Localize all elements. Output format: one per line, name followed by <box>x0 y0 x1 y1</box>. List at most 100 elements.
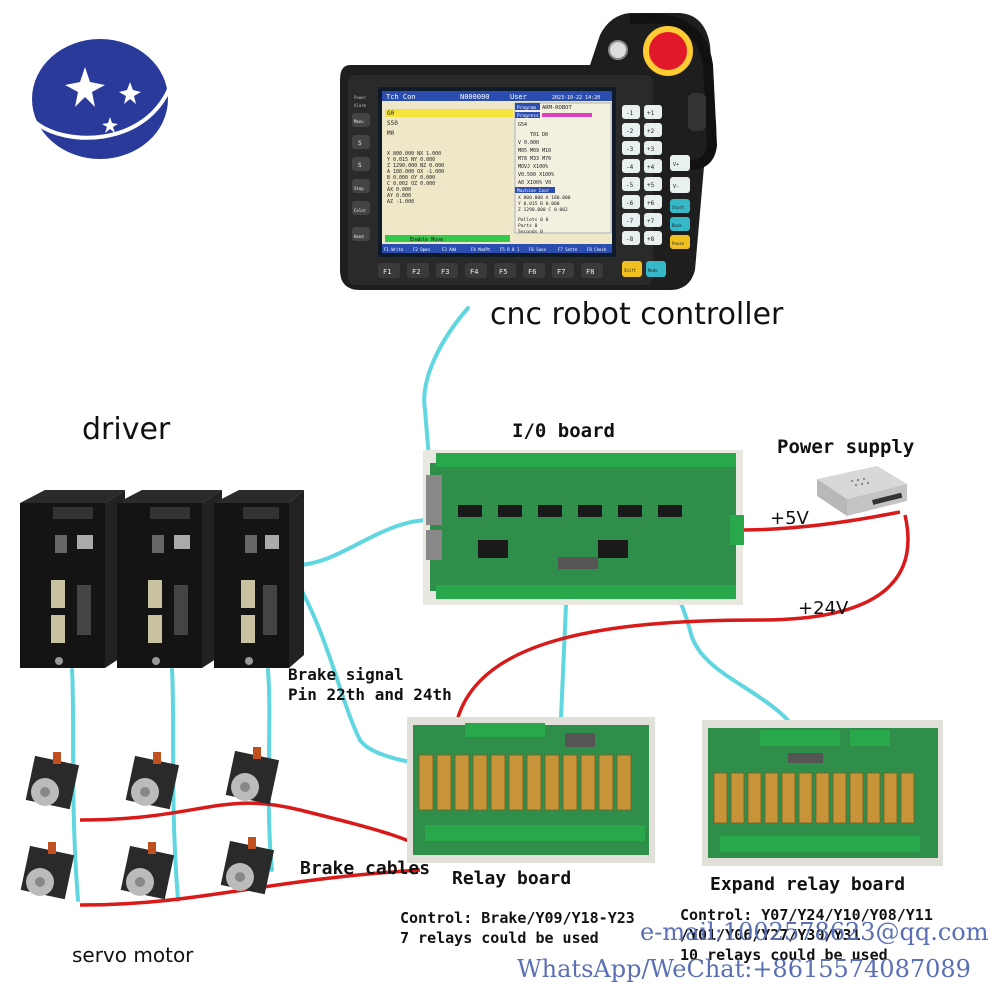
key-color-label: Color <box>354 208 367 213</box>
program-name: ARM-ROBOT <box>542 105 572 111</box>
feed-info: V 0.000 <box>518 140 539 146</box>
fkey-4[interactable] <box>465 263 487 278</box>
fkey-2-label: F2 <box>412 268 420 276</box>
servo-motor-6 <box>220 837 275 895</box>
driver-label: driver <box>82 412 171 447</box>
key-plus-5[interactable] <box>644 177 662 191</box>
key-color[interactable] <box>352 201 370 215</box>
estop-icon[interactable] <box>643 26 693 76</box>
fkey-6[interactable] <box>523 263 545 278</box>
key-plus-6[interactable] <box>644 195 662 209</box>
relay-board-label: Relay board <box>452 868 572 889</box>
servo-driver-1 <box>20 490 125 668</box>
key-plus-1[interactable] <box>644 105 662 119</box>
power-supply-label: Power supply <box>777 436 915 458</box>
servo-motor-5 <box>120 842 175 900</box>
key-s1[interactable] <box>352 135 370 149</box>
fkey-5[interactable] <box>494 263 516 278</box>
pallets: Pallets 0 0 <box>518 217 549 223</box>
key-hand[interactable] <box>352 227 370 241</box>
key-manu[interactable] <box>352 113 370 127</box>
coord-row-7: AX 0.000 <box>387 187 411 193</box>
brand-logo <box>32 39 172 159</box>
softkey-5[interactable]: F5 R 0 1 <box>500 247 520 252</box>
relay-control-note: Control: Brake/Y09/Y18-Y23 7 relays coul… <box>400 908 635 948</box>
fkey-1[interactable] <box>378 263 400 278</box>
fkey-7[interactable] <box>552 263 574 278</box>
key-back[interactable] <box>670 217 690 231</box>
softkey-3[interactable]: F3 Add <box>442 247 457 252</box>
watermark-email: e-mail:1002578623@qq.com <box>640 918 989 946</box>
fkey-2[interactable] <box>407 263 429 278</box>
key-minus-5-label: -5 <box>626 182 634 189</box>
function-key-row: F1 F2 F3 F4 F5 F6 F7 F8 <box>378 263 603 278</box>
screen-title-right: User <box>510 93 527 101</box>
key-minus-6[interactable] <box>622 195 640 209</box>
coord-row-1: X 800.000 NX 1.000 <box>387 151 441 157</box>
mcodes-1: M05 M09 M10 <box>518 148 551 154</box>
key-step[interactable] <box>352 179 370 193</box>
key-v-minus[interactable] <box>670 177 690 193</box>
servo-motor-1 <box>25 752 80 810</box>
key-minus-4[interactable] <box>622 159 640 173</box>
move-2: V0.500 X100% <box>518 172 554 178</box>
servo-motors <box>20 747 280 900</box>
key-minus-5[interactable] <box>622 177 640 191</box>
progress-label: Progress <box>517 113 539 119</box>
coord-row-2: Y 0.015 NY 0.000 <box>387 157 435 163</box>
key-step-label: Step <box>354 186 364 191</box>
key-plus-4-label: +4 <box>647 164 655 171</box>
fkey-8[interactable] <box>581 263 603 278</box>
key-plus-7[interactable] <box>644 213 662 227</box>
cable-controller-to-io <box>422 306 470 472</box>
parts: Parts 0 <box>518 223 538 229</box>
softkey-8[interactable]: F8 Check <box>587 247 607 252</box>
brake-signal-line-2: Pin 22th and 24th <box>288 685 452 704</box>
key-s2-label: S <box>358 162 362 169</box>
softkey-2[interactable]: F2 Open <box>413 247 430 252</box>
expand-control-line-3: 10 relays could be used <box>680 946 888 964</box>
softkey-7[interactable]: F7 Settn <box>558 247 578 252</box>
fkey-3-label: F3 <box>441 268 449 276</box>
softkey-1[interactable]: F1 Write <box>384 247 404 252</box>
coord-row-5: B 0.000 OY 0.000 <box>387 175 435 181</box>
fkey-3[interactable] <box>436 263 458 278</box>
screen-title-left: Tch Con <box>386 93 416 101</box>
softkey-6[interactable]: F6 Save <box>529 247 546 252</box>
key-minus-1-label: -1 <box>626 110 634 117</box>
key-plus-8[interactable] <box>644 231 662 245</box>
key-start[interactable] <box>670 199 690 213</box>
key-plus-2[interactable] <box>644 123 662 137</box>
io-board <box>423 450 744 605</box>
coord-g: G54 <box>518 122 527 128</box>
key-pause[interactable] <box>670 235 690 249</box>
softkey-4[interactable]: F4 ModPt <box>471 247 491 252</box>
key-plus-4[interactable] <box>644 159 662 173</box>
seconds: Seconds 0 <box>518 229 543 235</box>
key-alarm-label: Alarm <box>354 103 367 108</box>
brake-cables-label: Brake cables <box>300 858 431 879</box>
side-key-column: V+ V- Start Back Pause Shift Mode <box>622 155 690 277</box>
key-minus-1[interactable] <box>622 105 640 119</box>
key-mode[interactable] <box>646 261 666 277</box>
key-shift[interactable] <box>622 261 642 277</box>
program-line-1: G0 <box>387 110 395 117</box>
coord-row-8: AY 0.000 <box>387 193 411 199</box>
screen-title-mid: N000000 <box>460 93 490 101</box>
key-switch-icon[interactable] <box>608 40 628 60</box>
key-minus-3[interactable] <box>622 141 640 155</box>
key-minus-8[interactable] <box>622 231 640 245</box>
power-supply <box>817 466 907 516</box>
key-start-label: Start <box>672 205 685 210</box>
machine-x: X 800.000 A 180.000 <box>518 195 571 201</box>
mcodes-2: M78 M33 M70 <box>518 156 551 162</box>
key-minus-2[interactable] <box>622 123 640 137</box>
key-s2[interactable] <box>352 157 370 171</box>
key-minus-7[interactable] <box>622 213 640 227</box>
key-minus-7-label: -7 <box>626 218 634 225</box>
key-plus-3[interactable] <box>644 141 662 155</box>
key-v-plus[interactable] <box>670 155 690 171</box>
machine-label: Machine Coor <box>517 188 550 194</box>
fkey-1-label: F1 <box>383 268 391 276</box>
expand-control-line-1: Control: Y07/Y24/Y10/Y08/Y11 <box>680 906 933 924</box>
